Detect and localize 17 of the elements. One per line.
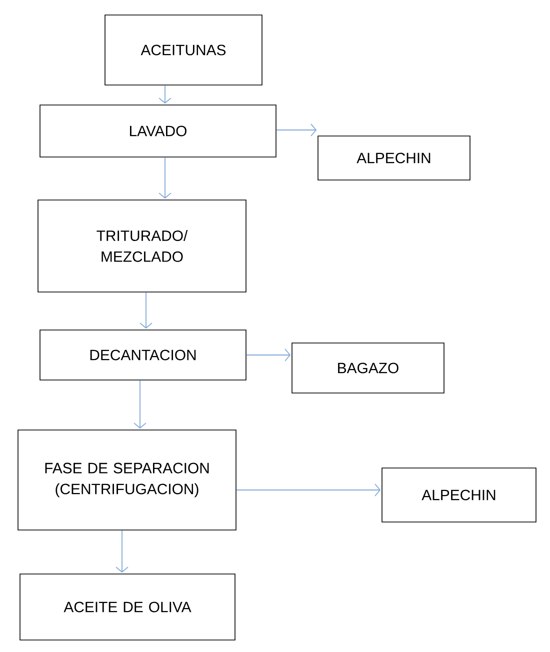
process-box: BAGAZO	[292, 342, 444, 394]
arrow	[116, 530, 128, 573]
process-box: ALPECHIN	[382, 468, 536, 522]
arrow	[246, 348, 291, 362]
arrow	[140, 292, 152, 329]
process-box: ACEITUNAS	[104, 14, 262, 86]
process-box: ALPECHIN	[318, 136, 470, 180]
arrow	[236, 484, 381, 496]
arrow	[276, 124, 317, 136]
process-box: TRITURADO/ MEZCLADO	[38, 200, 246, 292]
process-box: ACEITE DE OLIVA	[20, 574, 236, 640]
arrow	[158, 156, 172, 199]
process-box: LAVADO	[40, 104, 276, 158]
arrow	[134, 380, 146, 429]
process-box: FASE DE SEPARACION (CENTRIFUGACION)	[18, 430, 236, 530]
process-box: DECANTACION	[40, 330, 246, 380]
arrow	[158, 84, 172, 104]
